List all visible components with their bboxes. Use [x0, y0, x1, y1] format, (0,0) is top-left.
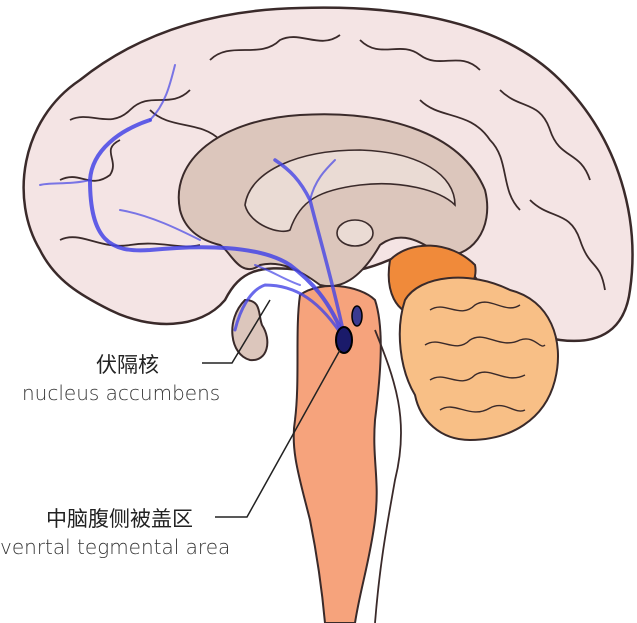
corpus-callosum-inner	[244, 149, 456, 232]
vta-label-en: venrtal tegmental area	[0, 535, 231, 559]
cerebellum	[398, 276, 559, 442]
brainstem	[292, 284, 382, 623]
gyri-lines	[59, 34, 606, 291]
substantia-nigra-marker	[351, 305, 363, 327]
nucleus-accumbens-label-en: nucleus accumbens	[22, 381, 221, 405]
nucleus-accumbens-leader-line	[202, 299, 271, 364]
pituitary	[231, 298, 269, 362]
thalamus	[336, 219, 374, 247]
vta-label-zh: 中脑腹侧被盖区	[46, 507, 193, 531]
fourth-ventricle-line	[374, 329, 402, 623]
dopamine-pathways	[39, 64, 347, 342]
ventral-tegmental-area-marker	[335, 326, 353, 354]
vta-leader-line	[215, 349, 341, 518]
cerebellum-folia	[424, 301, 546, 413]
nucleus-accumbens-label-zh: 伏隔核	[96, 353, 159, 377]
